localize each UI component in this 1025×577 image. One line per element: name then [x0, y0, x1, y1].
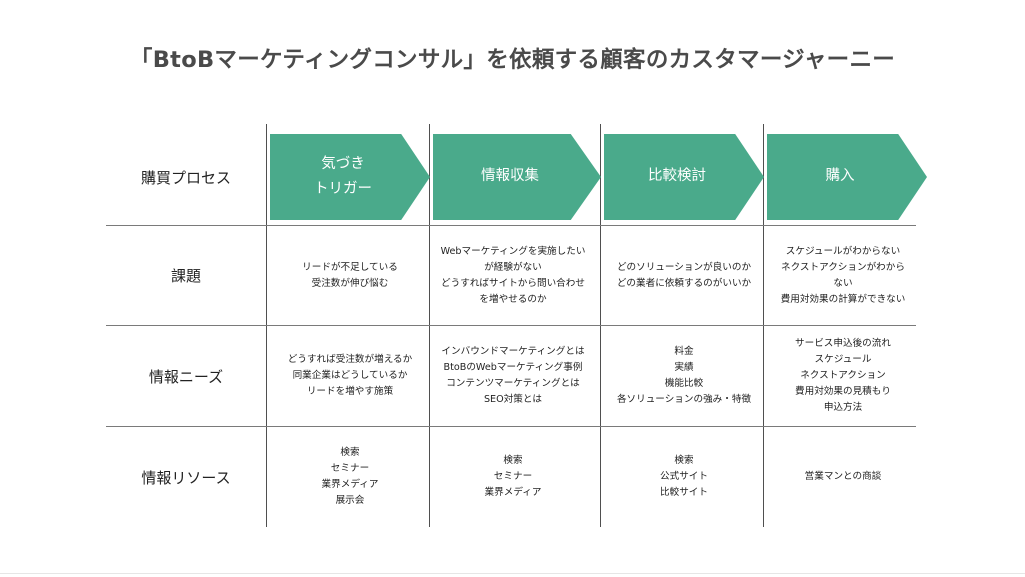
row-label-process: 購買プロセス: [140, 168, 231, 187]
stage-label: 気づき: [321, 155, 365, 172]
cell-kadai-info: Webマーケティングを実施したい が経験がない どうすればサイトから問い合わせ …: [433, 226, 593, 325]
row-label-needs: 情報ニーズ: [148, 367, 224, 386]
cell-text: 営業マンとの商談: [804, 471, 882, 482]
cell-text: を増やせるのか: [479, 293, 547, 305]
stage-label: 情報収集: [481, 168, 539, 185]
cell-text: 申込方法: [823, 402, 863, 413]
row-label-kadai: 課題: [170, 267, 201, 285]
cell-text: セミナー: [330, 463, 370, 474]
stage-info-gathering: 情報収集: [433, 134, 601, 220]
stage-comparison: 比較検討: [604, 134, 764, 220]
cell-text: が経験がない: [484, 261, 542, 273]
cell-text: 比較サイト: [660, 487, 708, 498]
stage-purchase: 購入: [767, 134, 927, 220]
cell-text: セミナー: [493, 471, 533, 482]
page-bottom-rule: [0, 573, 1025, 574]
cell-text: どうすればサイトから問い合わせ: [441, 277, 585, 289]
cell-text: リードが不足している: [302, 261, 398, 273]
cell-text: 受注数が伸び悩む: [311, 277, 389, 289]
cell-needs-awareness: どうすれば受注数が増えるか 同業企業はどうしているか リードを増やす施策: [270, 326, 430, 426]
page-title: 「BtoBマーケティングコンサル」を依頼する顧客のカスタマージャーニー: [129, 47, 896, 73]
cell-text: 料金: [674, 346, 694, 357]
stage-awareness: 気づきトリガー: [270, 134, 430, 220]
cell-text: 機能比較: [664, 378, 704, 389]
cell-text: どの業者に依頼するのがいいか: [616, 277, 752, 289]
stage-label: 比較検討: [648, 168, 706, 185]
cell-resources-awareness: 検索 セミナー 業界メディア 展示会: [270, 427, 430, 527]
cell-text: ネクストアクションがわから: [781, 261, 905, 273]
cell-text: ない: [833, 277, 853, 289]
row-label-resources: 情報リソース: [141, 468, 231, 487]
row-divider: [106, 225, 916, 226]
cell-text: ネクストアクション: [800, 370, 886, 381]
cell-text: 業界メディア: [321, 479, 379, 490]
cell-resources-info: 検索 セミナー 業界メディア: [433, 427, 593, 527]
cell-text: どうすれば受注数が増えるか: [287, 354, 413, 365]
cell-kadai-purchase: スケジュールがわからない ネクストアクションがわから ない 費用対効果の計算がで…: [763, 226, 923, 325]
cell-resources-purchase: 営業マンとの商談: [763, 427, 923, 527]
row-divider: [106, 426, 916, 427]
cell-text: 検索: [674, 455, 694, 466]
cell-text: どのソリューションが良いのか: [616, 261, 752, 273]
cell-text: スケジュールがわからない: [785, 245, 901, 257]
cell-text: SEO対策とは: [483, 394, 543, 405]
cell-kadai-awareness: リードが不足している 受注数が伸び悩む: [270, 226, 430, 325]
cell-text: コンテンツマーケティングとは: [446, 378, 580, 389]
cell-needs-purchase: サービス申込後の流れ スケジュール ネクストアクション 費用対効果の見積もり 申…: [763, 326, 923, 426]
stage-label: トリガー: [314, 181, 372, 197]
cell-needs-comparison: 料金 実績 機能比較 各ソリューションの強み・特徴: [604, 326, 764, 426]
cell-text: 費用対効果の見積もり: [795, 386, 891, 397]
cell-kadai-comparison: どのソリューションが良いのか どの業者に依頼するのがいいか: [604, 226, 764, 325]
cell-text: 展示会: [335, 495, 365, 506]
cell-text: 実績: [674, 362, 694, 373]
cell-text: 検索: [340, 447, 360, 458]
cell-text: 業界メディア: [484, 487, 542, 498]
cell-resources-comparison: 検索 公式サイト 比較サイト: [604, 427, 764, 527]
stage-label: 購入: [825, 168, 855, 185]
cell-needs-info: インバウンドマーケティングとは BtoBのWebマーケティング事例 コンテンツマ…: [433, 326, 593, 426]
cell-text: 同業企業はどうしているか: [292, 370, 408, 381]
cell-text: サービス申込後の流れ: [795, 338, 891, 349]
cell-text: インバウンドマーケティングとは: [441, 346, 585, 357]
cell-text: Webマーケティングを実施したい: [440, 245, 586, 257]
row-divider: [106, 325, 916, 326]
cell-text: 各ソリューションの強み・特徴: [616, 394, 752, 405]
cell-text: 公式サイト: [660, 471, 708, 482]
cell-text: 検索: [503, 455, 523, 466]
cell-text: リードを増やす施策: [306, 386, 394, 397]
cell-text: BtoBのWebマーケティング事例: [443, 362, 583, 373]
cell-text: 費用対効果の計算ができない: [780, 293, 906, 305]
cell-text: スケジュール: [814, 354, 872, 365]
